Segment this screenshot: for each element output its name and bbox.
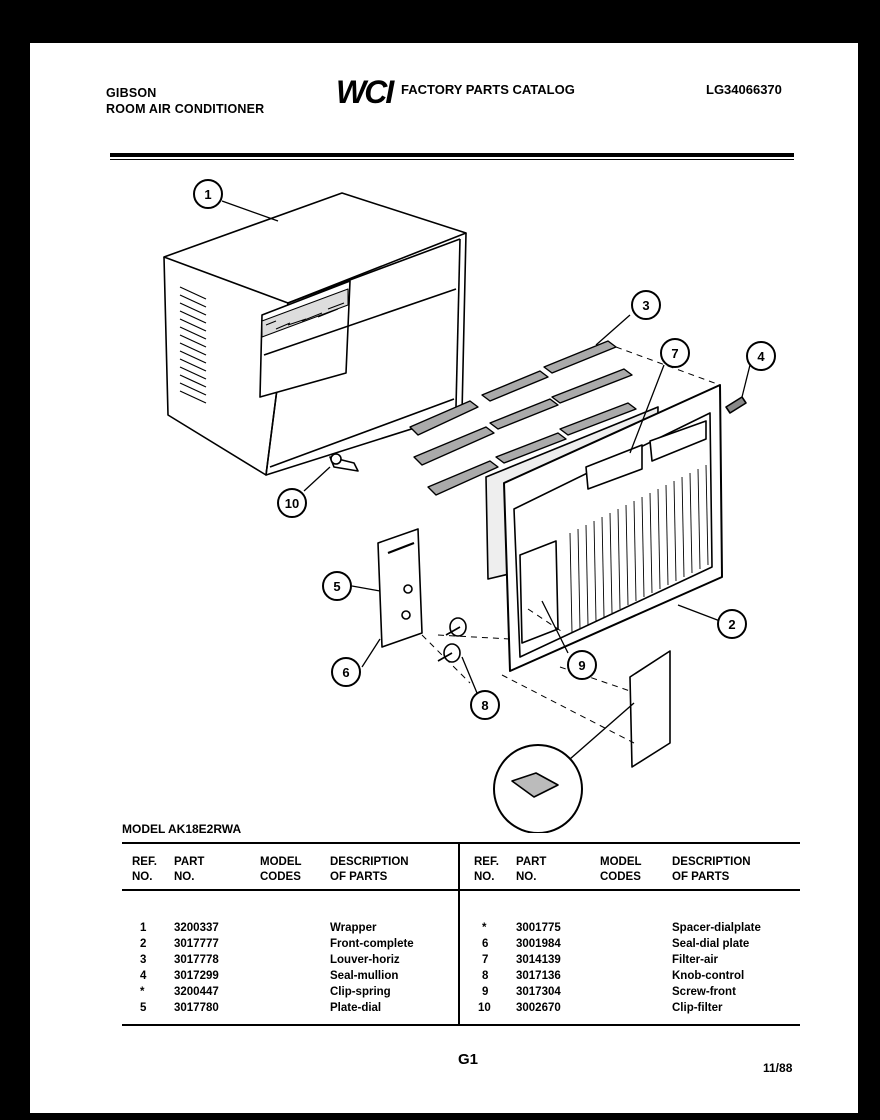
knob-part xyxy=(437,617,467,663)
callout-2 xyxy=(717,609,747,639)
header-ref-left: REF.NO. xyxy=(132,856,157,883)
header-ref-right: REF.NO. xyxy=(474,856,499,883)
page-code: G1 xyxy=(458,1051,479,1068)
callout-4 xyxy=(746,341,776,371)
exploded-diagram: 1 2 3 4 5 6 7 8 9 10 xyxy=(163,179,776,833)
plate-dial-part xyxy=(377,528,423,648)
header-rule-thin xyxy=(110,159,794,160)
filter-panel-part xyxy=(629,650,671,768)
model-line: MODEL AK18E2RWA xyxy=(122,822,242,836)
callout-5 xyxy=(322,571,352,601)
callout-7 xyxy=(660,338,690,368)
clip-filter-part xyxy=(329,453,359,472)
header-rule xyxy=(110,153,794,157)
wci-logo: WCI xyxy=(336,75,397,107)
callout-6-label: 6 xyxy=(342,665,349,680)
document-number: LG34066370 xyxy=(706,82,782,97)
catalog-title: FACTORY PARTS CATALOG xyxy=(401,82,575,97)
callout-10 xyxy=(277,488,307,518)
wrapper-part xyxy=(163,192,467,476)
logo-text: WCI xyxy=(336,75,395,107)
callout-3 xyxy=(631,290,661,320)
header-left: GIBSON ROOM AIR CONDITIONER xyxy=(106,85,264,117)
louver-part xyxy=(409,340,637,496)
callout-2-label: 2 xyxy=(728,617,735,632)
catalog-page: GIBSON ROOM AIR CONDITIONER WCI FACTORY … xyxy=(30,43,858,1113)
callout-7-label: 7 xyxy=(671,346,678,361)
callout-5-label: 5 xyxy=(333,579,340,594)
seal-mullion-part xyxy=(725,396,747,414)
callout-3-label: 3 xyxy=(642,298,649,313)
date-code: 11/88 xyxy=(763,1061,793,1075)
callout-6 xyxy=(331,657,361,687)
callout-4-label: 4 xyxy=(757,349,765,364)
callout-10-label: 10 xyxy=(285,496,299,511)
callout-8-label: 8 xyxy=(481,698,488,713)
callout-1-label: 1 xyxy=(204,187,211,202)
callout-9-label: 9 xyxy=(578,658,585,673)
table-divider xyxy=(458,844,460,1024)
inset-detail xyxy=(493,702,635,833)
table-header-rule xyxy=(122,889,800,891)
product-name: ROOM AIR CONDITIONER xyxy=(106,102,265,116)
callout-8 xyxy=(470,690,500,720)
brand-name: GIBSON xyxy=(106,86,157,100)
callout-9 xyxy=(567,650,597,680)
front-part xyxy=(503,384,723,672)
callout-1 xyxy=(193,179,223,209)
